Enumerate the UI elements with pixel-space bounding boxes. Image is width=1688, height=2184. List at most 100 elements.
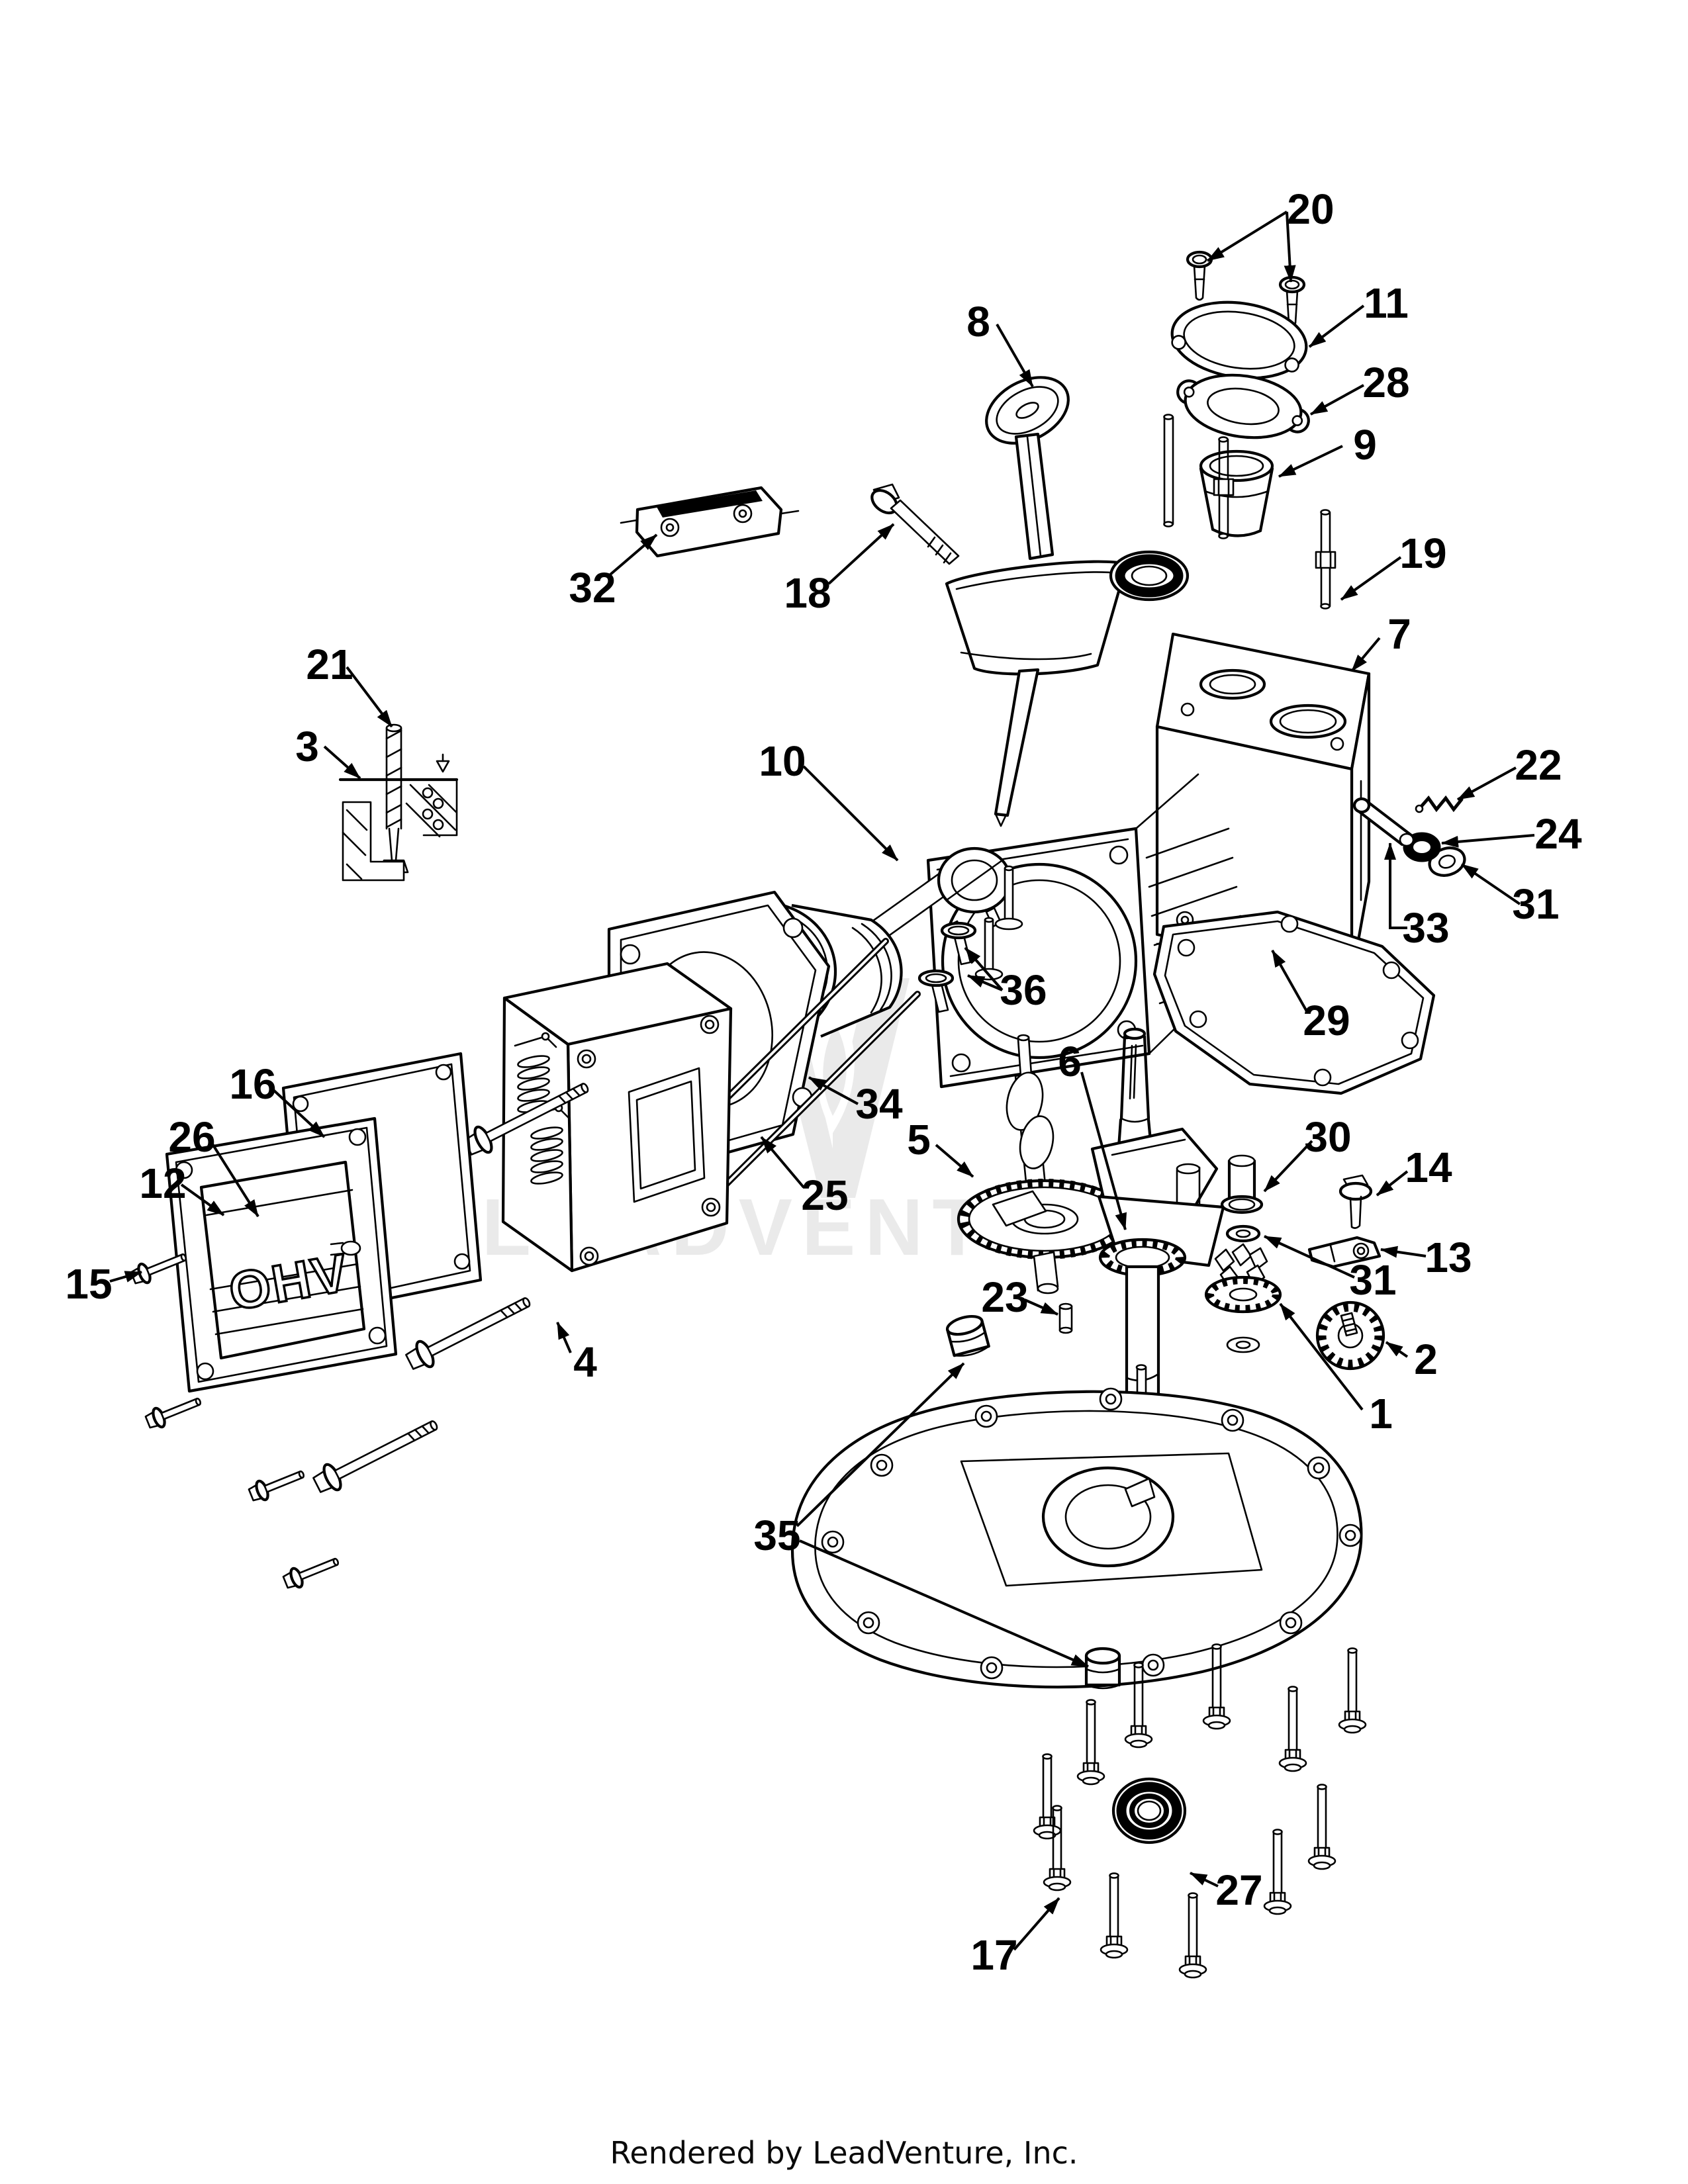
callout-leader-4 [556, 1322, 572, 1353]
callout-leader-7 [1350, 637, 1381, 672]
callout-leader-28 [1310, 384, 1364, 416]
callout-label-20: 20 [1287, 185, 1334, 233]
callout-30: 30 [1263, 1113, 1352, 1193]
callout-label-22: 22 [1515, 741, 1562, 789]
part-oil-plug-lower [1084, 1647, 1121, 1690]
part-spring-clip [1415, 795, 1464, 813]
part-valve-guide-section [338, 723, 459, 882]
part-dowel-pin [1058, 1302, 1073, 1334]
callout-leader-14 [1376, 1170, 1409, 1197]
callout-13: 13 [1380, 1234, 1472, 1281]
callout-1: 1 [1279, 1302, 1393, 1437]
callout-32: 32 [569, 533, 658, 612]
callout-label-29: 29 [1303, 997, 1350, 1044]
callout-leader-1 [1279, 1302, 1364, 1411]
part-camshaft [957, 1034, 1133, 1295]
callout-label-13: 13 [1425, 1234, 1472, 1281]
callout-10: 10 [759, 737, 899, 862]
callout-4: 4 [556, 1322, 597, 1386]
part-governor-lever-bolt [1338, 1174, 1373, 1229]
part-breather-gasket [1170, 300, 1308, 380]
callout-26: 26 [168, 1113, 259, 1218]
callout-5: 5 [907, 1116, 974, 1178]
callout-leader-17 [1013, 1897, 1060, 1951]
callout-label-25: 25 [801, 1171, 848, 1219]
callout-label-24: 24 [1534, 810, 1582, 858]
callout-16: 16 [229, 1060, 326, 1138]
callout-33: 33 [1384, 842, 1450, 952]
callout-label-30: 30 [1304, 1113, 1351, 1161]
part-governor-drive-gear [1315, 1300, 1385, 1371]
part-tappets [917, 865, 1023, 1013]
callout-leader-35 [799, 1539, 1089, 1668]
part-valve-cover: OHV [165, 1116, 398, 1393]
callout-label-28: 28 [1362, 359, 1409, 406]
part-ignition-module [620, 486, 800, 558]
render-credit: Rendered by LeadVenture, Inc. [610, 2135, 1078, 2171]
callout-2: 2 [1385, 1336, 1438, 1383]
callout-leader-16 [271, 1088, 326, 1138]
callout-leader-36 [967, 974, 1003, 991]
callout-35: 35 [753, 1362, 1089, 1668]
part-cylinder-studs [1163, 414, 1336, 610]
callout-24: 24 [1441, 810, 1582, 858]
callout-leader-35 [796, 1362, 965, 1527]
callout-leader-24 [1441, 834, 1535, 848]
callout-36: 36 [964, 946, 1047, 1014]
callout-leader-36 [964, 946, 1004, 991]
callout-label-18: 18 [784, 569, 831, 617]
part-sump-bolts [1033, 1643, 1367, 1979]
callout-11: 11 [1308, 279, 1409, 348]
callout-label-27: 27 [1215, 1866, 1262, 1914]
callout-leader-30 [1263, 1140, 1313, 1193]
part-governor-sleeve [1220, 1154, 1264, 1214]
callout-34: 34 [808, 1076, 903, 1128]
callout-leader-31 [1460, 863, 1521, 905]
callout-25: 25 [760, 1136, 849, 1219]
callout-leader-23 [1024, 1298, 1058, 1316]
callout-layer: 1234567891011121314151617181920212223242… [65, 185, 1582, 1979]
callout-leader-11 [1308, 304, 1365, 348]
callout-leader-19 [1340, 556, 1402, 601]
callout-label-14: 14 [1405, 1144, 1452, 1191]
callout-label-5: 5 [907, 1116, 931, 1163]
callout-6: 6 [1058, 1038, 1127, 1230]
callout-label-33: 33 [1402, 904, 1449, 952]
callout-17: 17 [970, 1897, 1060, 1979]
callout-leader-20 [1206, 210, 1288, 262]
callout-21: 21 [306, 641, 393, 728]
callout-label-1: 1 [1369, 1390, 1393, 1437]
callout-leader-34 [808, 1076, 859, 1105]
callout-12: 12 [139, 1160, 225, 1216]
callout-leader-15 [109, 1271, 142, 1283]
callout-leader-29 [1271, 950, 1308, 1012]
callout-leader-31 [1264, 1235, 1355, 1279]
callout-leader-6 [1080, 1071, 1127, 1230]
callout-label-6: 6 [1058, 1038, 1082, 1085]
callout-15: 15 [65, 1260, 142, 1308]
part-crankcase-cover [791, 1364, 1363, 1689]
callout-label-2: 2 [1414, 1336, 1438, 1383]
part-breather-tube [1199, 449, 1274, 537]
callout-leader-22 [1457, 766, 1517, 801]
callout-leader-10 [802, 765, 899, 862]
part-governor-lever-plate [1307, 1236, 1382, 1269]
callout-leader-8 [996, 324, 1034, 387]
callout-label-10: 10 [759, 737, 806, 785]
callout-label-19: 19 [1399, 529, 1446, 577]
callout-label-31: 31 [1512, 880, 1559, 928]
callout-leader-3 [323, 745, 361, 780]
callout-label-7: 7 [1387, 610, 1411, 658]
callout-23: 23 [981, 1273, 1058, 1321]
callout-18: 18 [784, 523, 895, 617]
callout-label-36: 36 [1000, 966, 1047, 1014]
callout-leader-33 [1384, 842, 1407, 929]
callout-8: 8 [966, 298, 1034, 387]
part-washer-lower [1225, 1224, 1261, 1243]
callout-leader-25 [760, 1136, 805, 1189]
callout-31: 31 [1460, 863, 1560, 928]
callout-leader-21 [346, 666, 393, 728]
callout-3: 3 [295, 723, 361, 780]
